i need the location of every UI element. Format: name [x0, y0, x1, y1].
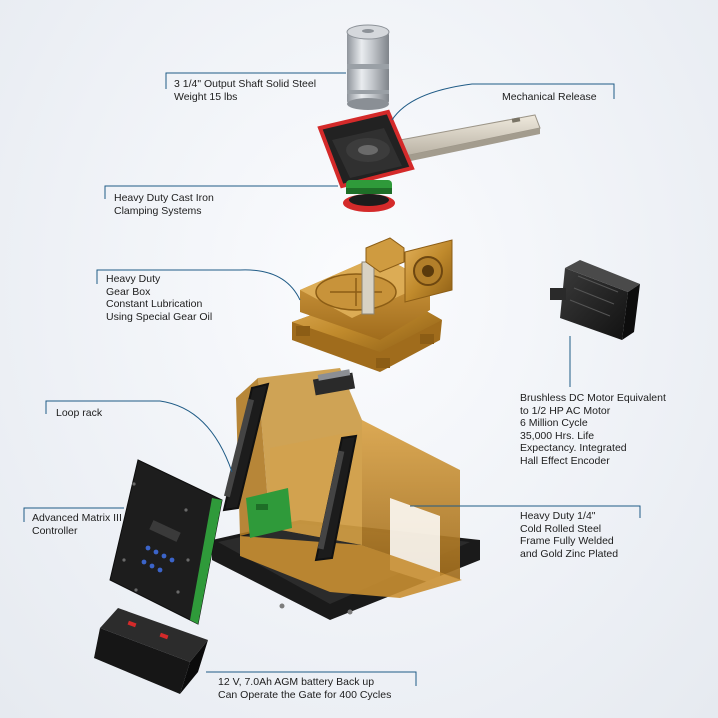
leader-battery: [206, 671, 417, 686]
loop-rack: [222, 382, 358, 562]
agm-battery: [94, 608, 208, 694]
leader-frame: [410, 505, 641, 518]
callout-frame: Heavy Duty 1/4" Cold Rolled Steel Frame …: [520, 510, 619, 560]
callout-clamping: Heavy Duty Cast Iron Clamping Systems: [114, 192, 214, 217]
leader-lines: [23, 72, 641, 686]
matrix-controller: [109, 459, 223, 625]
leader-mechanical-release: [391, 83, 615, 121]
callout-mechanical-release: Mechanical Release: [502, 91, 597, 103]
callout-battery: 12 V, 7.0Ah AGM battery Back up Can Oper…: [218, 676, 392, 701]
callout-loop-rack: Loop rack: [56, 407, 103, 419]
gear-box: [292, 237, 453, 372]
leader-clamping: [104, 185, 338, 199]
steel-frame: [212, 368, 480, 620]
leader-gear-box: [96, 269, 301, 301]
brushless-motor: [550, 260, 640, 340]
mechanical-release-arm: [399, 114, 541, 162]
clamping-system: [317, 109, 415, 212]
leader-loop-rack: [45, 400, 233, 473]
callout-motor: Brushless DC Motor Equivalent to 1/2 HP …: [520, 392, 666, 467]
leader-output-shaft: [165, 72, 346, 89]
leader-controller: [23, 507, 124, 522]
callout-output-shaft: 3 1/4" Output Shaft Solid Steel Weight 1…: [174, 78, 317, 103]
callout-gear-box: Heavy Duty Gear Box Constant Lubrication…: [106, 273, 213, 323]
output-shaft: [346, 24, 390, 110]
callout-controller: Advanced Matrix III Controller: [32, 512, 122, 537]
